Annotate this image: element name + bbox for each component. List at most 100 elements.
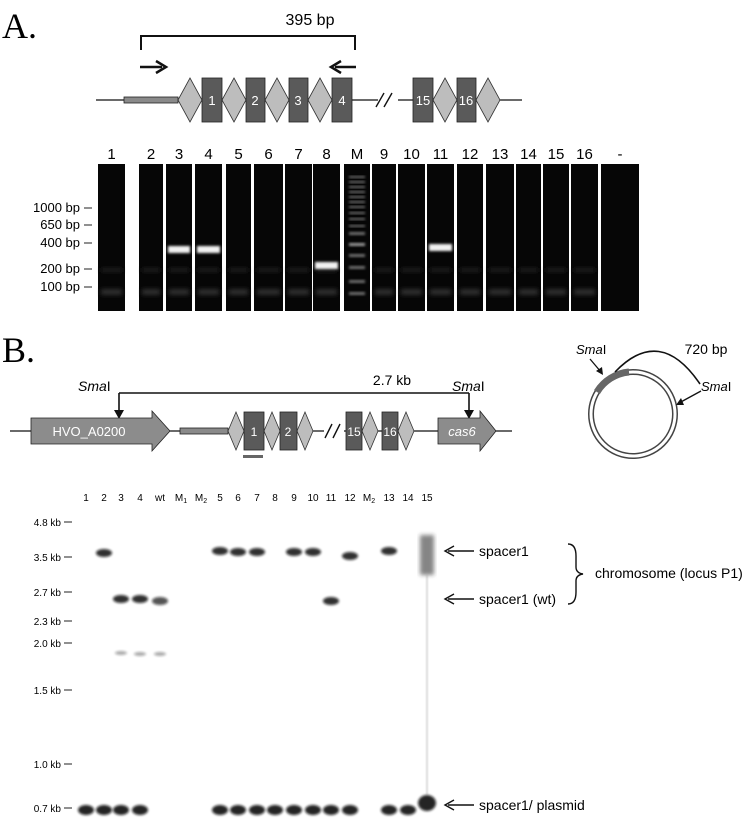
- panel-b-label: B.: [2, 330, 35, 370]
- pcr-size-markers: 1000 bp 650 bp 400 bp 200 bp 100 bp: [33, 200, 92, 294]
- blot-size-marker-label: 1.0 kb: [34, 760, 62, 771]
- blot-band: [305, 548, 321, 556]
- gel-smear: [169, 268, 189, 272]
- repeat-diamond: [263, 410, 281, 452]
- lane-label: 7: [294, 146, 302, 163]
- blot-band: [267, 805, 283, 815]
- gel-smear: [430, 268, 451, 272]
- lane-label: 3: [175, 146, 183, 163]
- gel-lane: [98, 164, 125, 311]
- pcr-agarose-gel: [98, 164, 639, 311]
- ladder-band: [349, 232, 365, 235]
- blot-band: [134, 652, 146, 656]
- ladder-band: [349, 225, 365, 227]
- panel-b: B. SmaI SmaI 2.7 kb HVO_A0200 cas6: [2, 330, 743, 815]
- blot-band: [230, 548, 246, 556]
- blot-lane-label: 13: [383, 493, 395, 504]
- gel-smear: [257, 268, 280, 272]
- ladder-band: [349, 176, 365, 178]
- blot-band: [152, 597, 168, 605]
- spacer-label: 16: [383, 425, 397, 439]
- spacer-boxes: 1 2 3 4 15 16: [201, 77, 477, 123]
- gel-lane: [139, 164, 163, 311]
- gel-lane: [543, 164, 569, 311]
- blot-size-markers: 4.8 kb3.5 kb2.7 kb2.3 kb2.0 kb1.5 kb1.0 …: [34, 518, 72, 815]
- ladder-band: [349, 186, 365, 188]
- spacer-box: [201, 77, 223, 123]
- blot-lane-label: 10: [307, 493, 319, 504]
- gel-smear: [288, 268, 309, 272]
- blot-lane-label: 14: [402, 493, 414, 504]
- gel-lane: [313, 164, 340, 311]
- blot-lane-label: 6: [235, 493, 241, 504]
- blot-band: [212, 805, 228, 815]
- lane-label: 14: [520, 146, 537, 163]
- blot-band: [96, 549, 112, 557]
- spacer-box: [456, 77, 477, 123]
- ladder-band: [349, 266, 365, 269]
- gel-lane: [516, 164, 541, 311]
- lane-label: 1: [107, 146, 115, 163]
- gel-smear: [101, 268, 122, 272]
- blot-band: [286, 805, 302, 815]
- gene-arrow-hvo-a0200: [30, 409, 171, 453]
- lane-label: 15: [548, 146, 565, 163]
- ladder-band: [349, 254, 365, 257]
- ladder-band: [349, 191, 365, 193]
- gel-smear: [257, 289, 280, 295]
- blot-band: [249, 805, 265, 815]
- gel-lane: [195, 164, 222, 311]
- blot-band: [323, 805, 339, 815]
- blot-lane-label: wt: [154, 493, 165, 504]
- bracket-label-chromosome: chromosome (locus P1): [595, 565, 743, 581]
- ladder-band: [349, 243, 365, 246]
- gel-smear: [519, 289, 538, 295]
- panel-a-label: A.: [2, 6, 37, 46]
- blot-band: [286, 548, 302, 556]
- gel-smear: [574, 289, 595, 295]
- lane-label: -: [618, 146, 623, 163]
- gel-smear: [460, 289, 480, 295]
- blot-band: [342, 805, 358, 815]
- blot-smear: [426, 575, 428, 795]
- blot-band: [249, 548, 265, 556]
- blot-band: [78, 805, 94, 815]
- spacer-label: 2: [285, 425, 292, 439]
- band-annotations: spacer1 spacer1 (wt) chromosome (locus P…: [443, 543, 743, 813]
- gel-smear: [401, 268, 422, 272]
- gel-lane: [166, 164, 192, 311]
- blot-band: [342, 552, 358, 560]
- forward-primer-arrow-icon: [140, 59, 169, 75]
- repeat-diamond: [221, 77, 247, 123]
- fragment-length-label: 2.7 kb: [373, 372, 411, 388]
- gene-label-hvo-a0200: HVO_A0200: [53, 424, 126, 439]
- gene-label-cas6: cas6: [448, 424, 476, 439]
- repeat-diamond: [177, 77, 203, 123]
- gel-smear: [288, 289, 309, 295]
- repeat-diamond: [397, 410, 415, 452]
- spacer-box: [288, 77, 309, 123]
- blot-smear: [420, 535, 434, 575]
- blot-size-marker-label: 2.3 kb: [34, 617, 62, 628]
- ladder-band: [349, 218, 365, 220]
- lane-label: M: [351, 146, 364, 163]
- amplicon-bracket: [140, 35, 356, 50]
- spacer-box: [331, 77, 353, 123]
- repeat-elements-b: [227, 410, 415, 452]
- gel-smear: [316, 268, 337, 272]
- ladder-band: [349, 280, 365, 283]
- blot-size-marker-label: 0.7 kb: [34, 804, 62, 815]
- lane-label: 10: [403, 146, 420, 163]
- blot-lane-label: M1: [175, 493, 187, 505]
- blot-lane-label: 11: [326, 493, 337, 504]
- blot-band: [400, 805, 416, 815]
- gene-arrow-cas6: [437, 409, 497, 453]
- size-marker-label: 100 bp: [40, 279, 80, 294]
- blot-lane-label: M2: [195, 493, 207, 505]
- lane-label: 5: [234, 146, 242, 163]
- gel-smear: [375, 289, 393, 295]
- chromosome-bracket: [567, 543, 584, 605]
- blot-lane-label: M2: [363, 493, 375, 505]
